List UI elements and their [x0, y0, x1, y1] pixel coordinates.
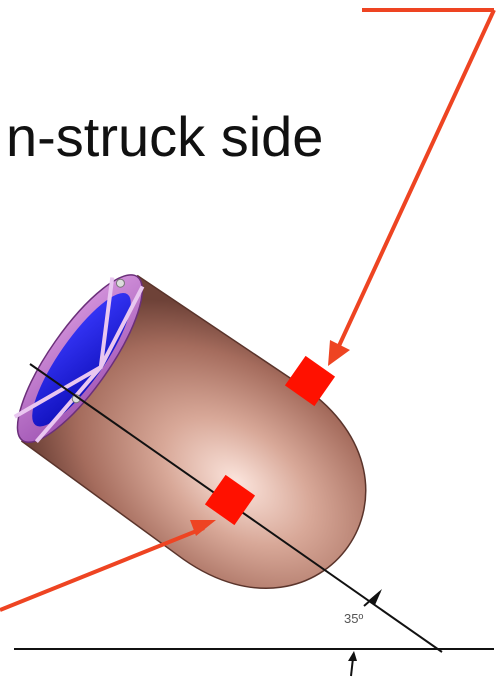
leader-bottom [0, 520, 216, 612]
caption-text: n-struck side [6, 105, 324, 168]
leader-top [328, 8, 496, 366]
sensor-marker-top [284, 355, 336, 407]
red-arrow-icon [190, 520, 216, 536]
arrowhead-upper-icon [369, 589, 382, 605]
frame-struts [13, 277, 145, 443]
leader-top-diagonal [336, 9, 496, 349]
frame-bolt [115, 278, 125, 288]
leader-bottom-diagonal [0, 526, 205, 612]
capsule-body [13, 274, 367, 590]
sensor-marker-center [204, 474, 256, 526]
red-arrow-icon [328, 340, 350, 366]
angle-indicator [348, 589, 382, 677]
arrowhead-lower-icon [348, 651, 357, 661]
angle-label: 35º [344, 611, 364, 626]
